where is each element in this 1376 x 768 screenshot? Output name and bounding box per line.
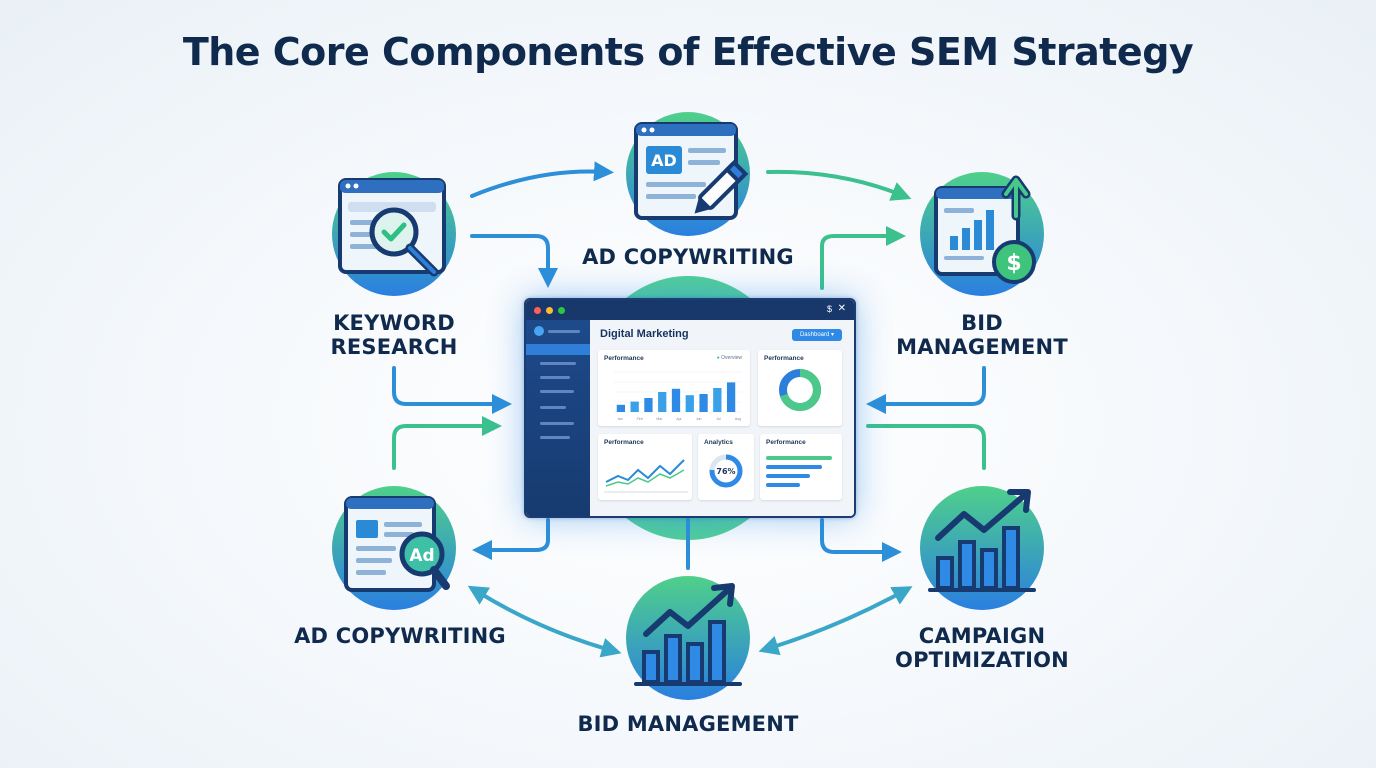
bid-management-right-label-line1: BID (961, 311, 1003, 335)
svg-text:$: $ (1006, 251, 1021, 276)
progress-bar (766, 474, 810, 478)
bar-chart-month-label: Jul (716, 417, 721, 421)
sidebar-username (548, 330, 580, 333)
bar-chart-bar (616, 404, 626, 412)
bar-chart-month-label: Feb (637, 417, 643, 421)
performance-legend-label: Overview (721, 355, 742, 361)
bar-chart-bar (644, 398, 653, 412)
arrow-keyword-to-dashboard (470, 234, 558, 288)
digital-marketing-dashboard: $ ✕ Digital Marketing Dashboard ▾ Perfor… (524, 298, 856, 518)
dashboard-sidebar (526, 320, 590, 516)
performance-bar-chart: Jan Feb Mar Apr Jun Jul Aug (614, 371, 742, 421)
arrow-dashboard-to-bid (820, 226, 906, 290)
performance-line-card-title: Performance (604, 439, 644, 446)
performance-bar-card: Performance ● Overview Jan Feb Mar Apr Jun Ju… (598, 350, 750, 426)
dashboard-title: Digital Marketing (600, 328, 689, 340)
sidebar-item[interactable] (540, 436, 570, 439)
arrow-dashboard-to-campaign (820, 518, 902, 562)
keyword-research-label-line1: KEYWORD (333, 311, 455, 335)
arrow-keyword-down-to-dashboard (392, 366, 512, 414)
performance-donut-card: Performance (758, 350, 842, 426)
bar-chart-month-label: Jan (617, 417, 623, 421)
performance-line-chart (604, 459, 688, 493)
campaign-optimization-icon (918, 484, 1046, 612)
arrow-adleft-to-dashboard (392, 416, 502, 470)
arrow-dashboard-to-adleft (472, 518, 550, 560)
bid-management-bottom-icon (624, 574, 752, 702)
sidebar-item[interactable] (540, 390, 574, 393)
arrow-adleft-bidbottom (467, 585, 622, 658)
bar-chart-bar (699, 394, 708, 412)
window-close-dot (534, 307, 541, 314)
performance-donut-card-title: Performance (764, 355, 804, 362)
bar-chart-month-label: Aug (735, 417, 741, 421)
performance-legend: ● Overview (716, 355, 742, 361)
svg-text:Ad: Ad (409, 546, 434, 566)
dashboard-button-label: Dashboard (799, 332, 830, 338)
window-maximize-dot (558, 307, 565, 314)
arrow-dashboard-to-campaign-line (866, 424, 986, 470)
analytics-card-title: Analytics (704, 439, 733, 446)
svg-text:AD: AD (651, 151, 677, 170)
dashboard-titlebar: $ ✕ (526, 300, 854, 320)
progress-bar (766, 483, 800, 487)
bar-chart-month-label: Mar (656, 417, 663, 421)
bar-chart-month-label: Apr (676, 417, 682, 421)
sidebar-avatar (534, 326, 544, 336)
sidebar-item-active[interactable] (526, 344, 590, 355)
campaign-optimization-label-line1: CAMPAIGN (918, 624, 1046, 648)
bid-management-right-label: BID MANAGEMENT (884, 311, 1080, 359)
sidebar-item[interactable] (540, 406, 566, 409)
window-close-icon[interactable]: ✕ (837, 303, 846, 314)
bar-chart-bar (658, 392, 667, 412)
arrow-bid-to-dashboard (866, 366, 986, 414)
bar-chart-bar (726, 382, 736, 412)
bar-chart-bar (713, 388, 722, 412)
ad-copywriting-top-label: AD COPYWRITING (582, 245, 794, 269)
donut-share-arc (779, 369, 821, 411)
progress-bar (766, 465, 822, 469)
arrow-bidbottom-campaign (758, 586, 913, 656)
analytics-value: 76% (716, 467, 735, 476)
progress-bar (766, 456, 832, 460)
bar-chart-bar (671, 388, 681, 412)
dashboard-button[interactable]: Dashboard ▾ (792, 329, 842, 341)
bid-management-right-label-line2: MANAGEMENT (896, 335, 1068, 359)
campaign-optimization-label: CAMPAIGN OPTIMIZATION (884, 624, 1080, 672)
analytics-card: Analytics 76% (698, 434, 754, 500)
sidebar-item[interactable] (540, 362, 576, 365)
keyword-research-label: KEYWORD RESEARCH (300, 311, 488, 359)
performance-progress-card: Performance (760, 434, 842, 500)
campaign-optimization-label-line2: OPTIMIZATION (895, 648, 1069, 672)
arrow-adcopy-to-bid (766, 169, 912, 201)
keyword-research-label-line2: RESEARCH (330, 335, 458, 359)
keyword-research-icon (330, 170, 458, 298)
window-minimize-dot (546, 307, 553, 314)
dashboard-main: Digital Marketing Dashboard ▾ Performanc… (590, 320, 854, 516)
ad-copywriting-top-icon: AD (624, 110, 752, 238)
bar-chart-month-label: Jun (696, 417, 702, 421)
bar-chart-bar (630, 401, 639, 412)
performance-donut-chart (779, 369, 821, 411)
bar-chart-bar (685, 395, 694, 412)
arrow-keyword-to-adcopy (470, 161, 614, 198)
performance-progress-card-title: Performance (766, 439, 806, 446)
window-currency-label: $ (826, 304, 832, 314)
sidebar-item[interactable] (540, 376, 570, 379)
ad-copywriting-left-icon: Ad (330, 484, 458, 612)
performance-line-card: Performance (598, 434, 692, 500)
bid-management-bottom-label: BID MANAGEMENT (577, 712, 799, 736)
analytics-gauge: 76% (709, 454, 743, 488)
performance-bar-card-title: Performance (604, 355, 644, 362)
bid-management-right-icon: $ (918, 170, 1046, 298)
sidebar-item[interactable] (540, 422, 574, 425)
ad-copywriting-left-label: AD COPYWRITING (294, 624, 506, 648)
page-title: The Core Components of Effective SEM Str… (182, 30, 1194, 74)
